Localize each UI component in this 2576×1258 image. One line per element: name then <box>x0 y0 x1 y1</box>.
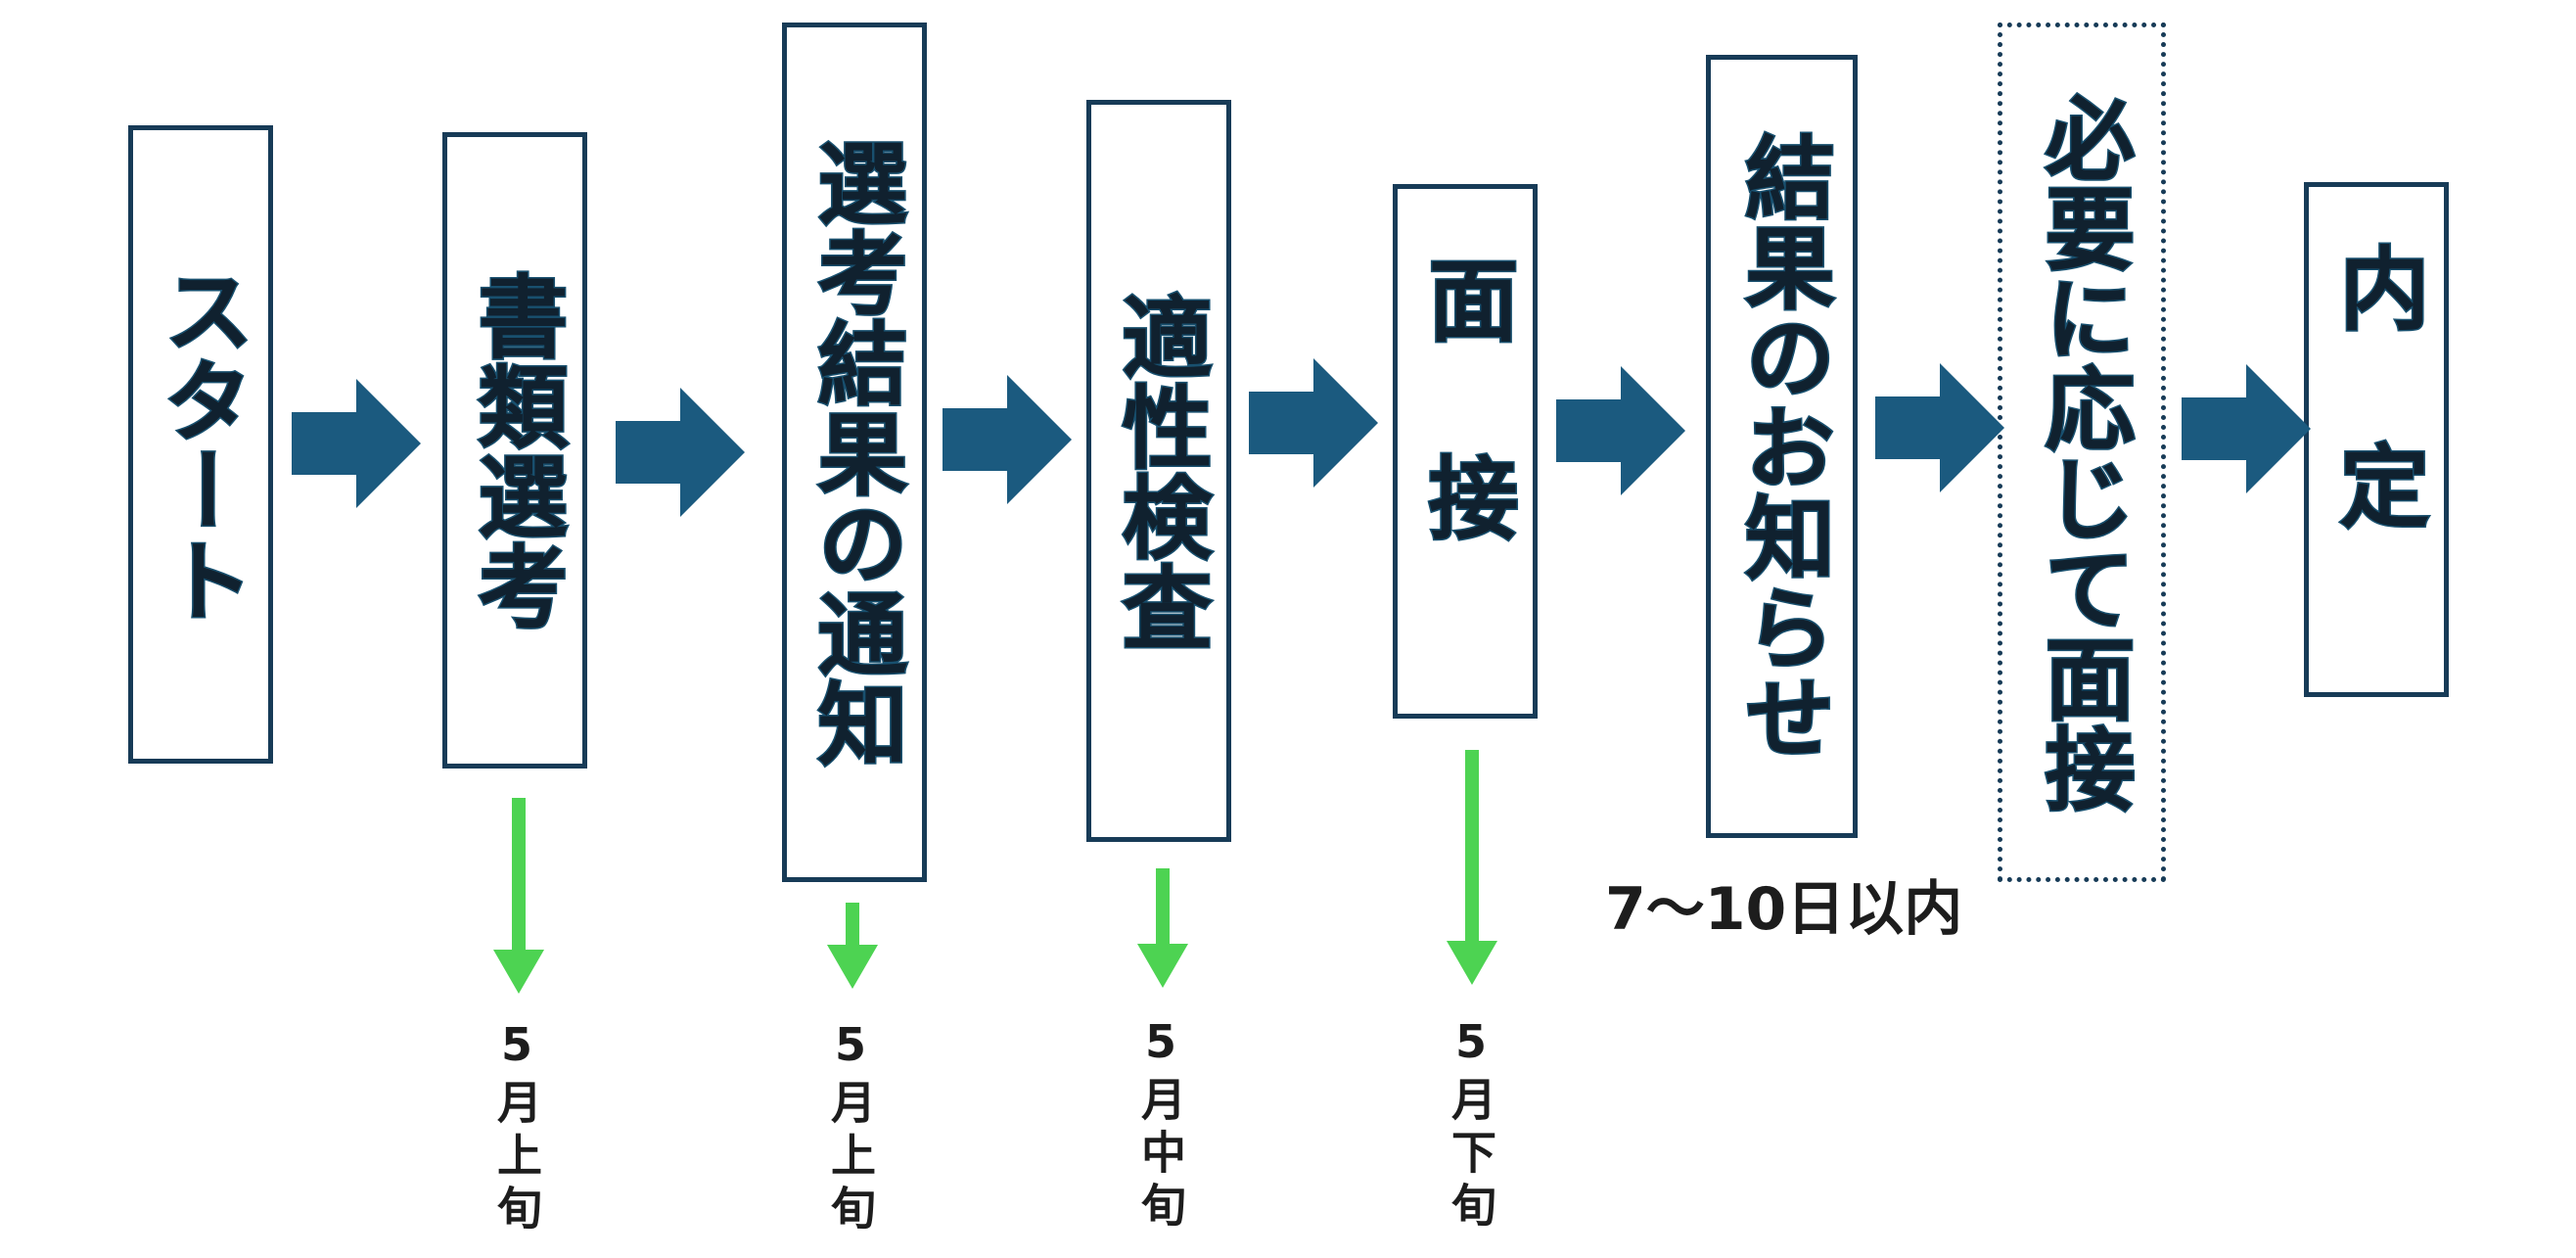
step-aptitude-test: 適性検査 <box>1086 100 1231 842</box>
step-document-screening: 書類選考 <box>442 132 587 769</box>
right-arrow-icon <box>1875 363 2004 492</box>
down-arrow-icon <box>493 798 544 998</box>
step-interview: 面接 <box>1393 184 1538 719</box>
step-start: スタート <box>128 125 273 764</box>
down-arrow-icon <box>1137 868 1188 992</box>
date-note: 5月下旬 <box>1445 1015 1497 1235</box>
step-label: スタート <box>148 263 255 627</box>
right-arrow-icon <box>943 375 1072 504</box>
date-note: 5月中旬 <box>1134 1015 1187 1235</box>
step-label: 適性検査 <box>1106 290 1214 653</box>
right-arrow-icon <box>2182 364 2311 493</box>
step-job-offer: 内定 <box>2304 182 2449 697</box>
step-label: 必要に応じて面接 <box>2029 91 2137 815</box>
down-arrow-icon <box>827 903 878 993</box>
right-arrow-icon <box>292 379 421 508</box>
step-label: 結果のお知らせ <box>1728 130 1836 764</box>
step-interview-if-needed: 必要に応じて面接 <box>1998 23 2166 882</box>
step-label: 選考結果の通知 <box>802 136 909 769</box>
right-arrow-icon <box>616 388 745 517</box>
date-note: 5月上旬 <box>824 1018 877 1237</box>
down-arrow-icon <box>1447 750 1497 989</box>
step-label: 内定 <box>2323 241 2431 639</box>
right-arrow-icon <box>1556 366 1685 495</box>
date-note: 5月上旬 <box>490 1018 543 1237</box>
step-label: 書類選考 <box>462 269 570 632</box>
step-result-notification: 結果のお知らせ <box>1706 55 1858 838</box>
interval-note: 7〜10日以内 <box>1605 875 1963 944</box>
right-arrow-icon <box>1249 358 1378 488</box>
step-screening-result-notice: 選考結果の通知 <box>782 23 927 882</box>
step-label: 面接 <box>1412 253 1520 651</box>
